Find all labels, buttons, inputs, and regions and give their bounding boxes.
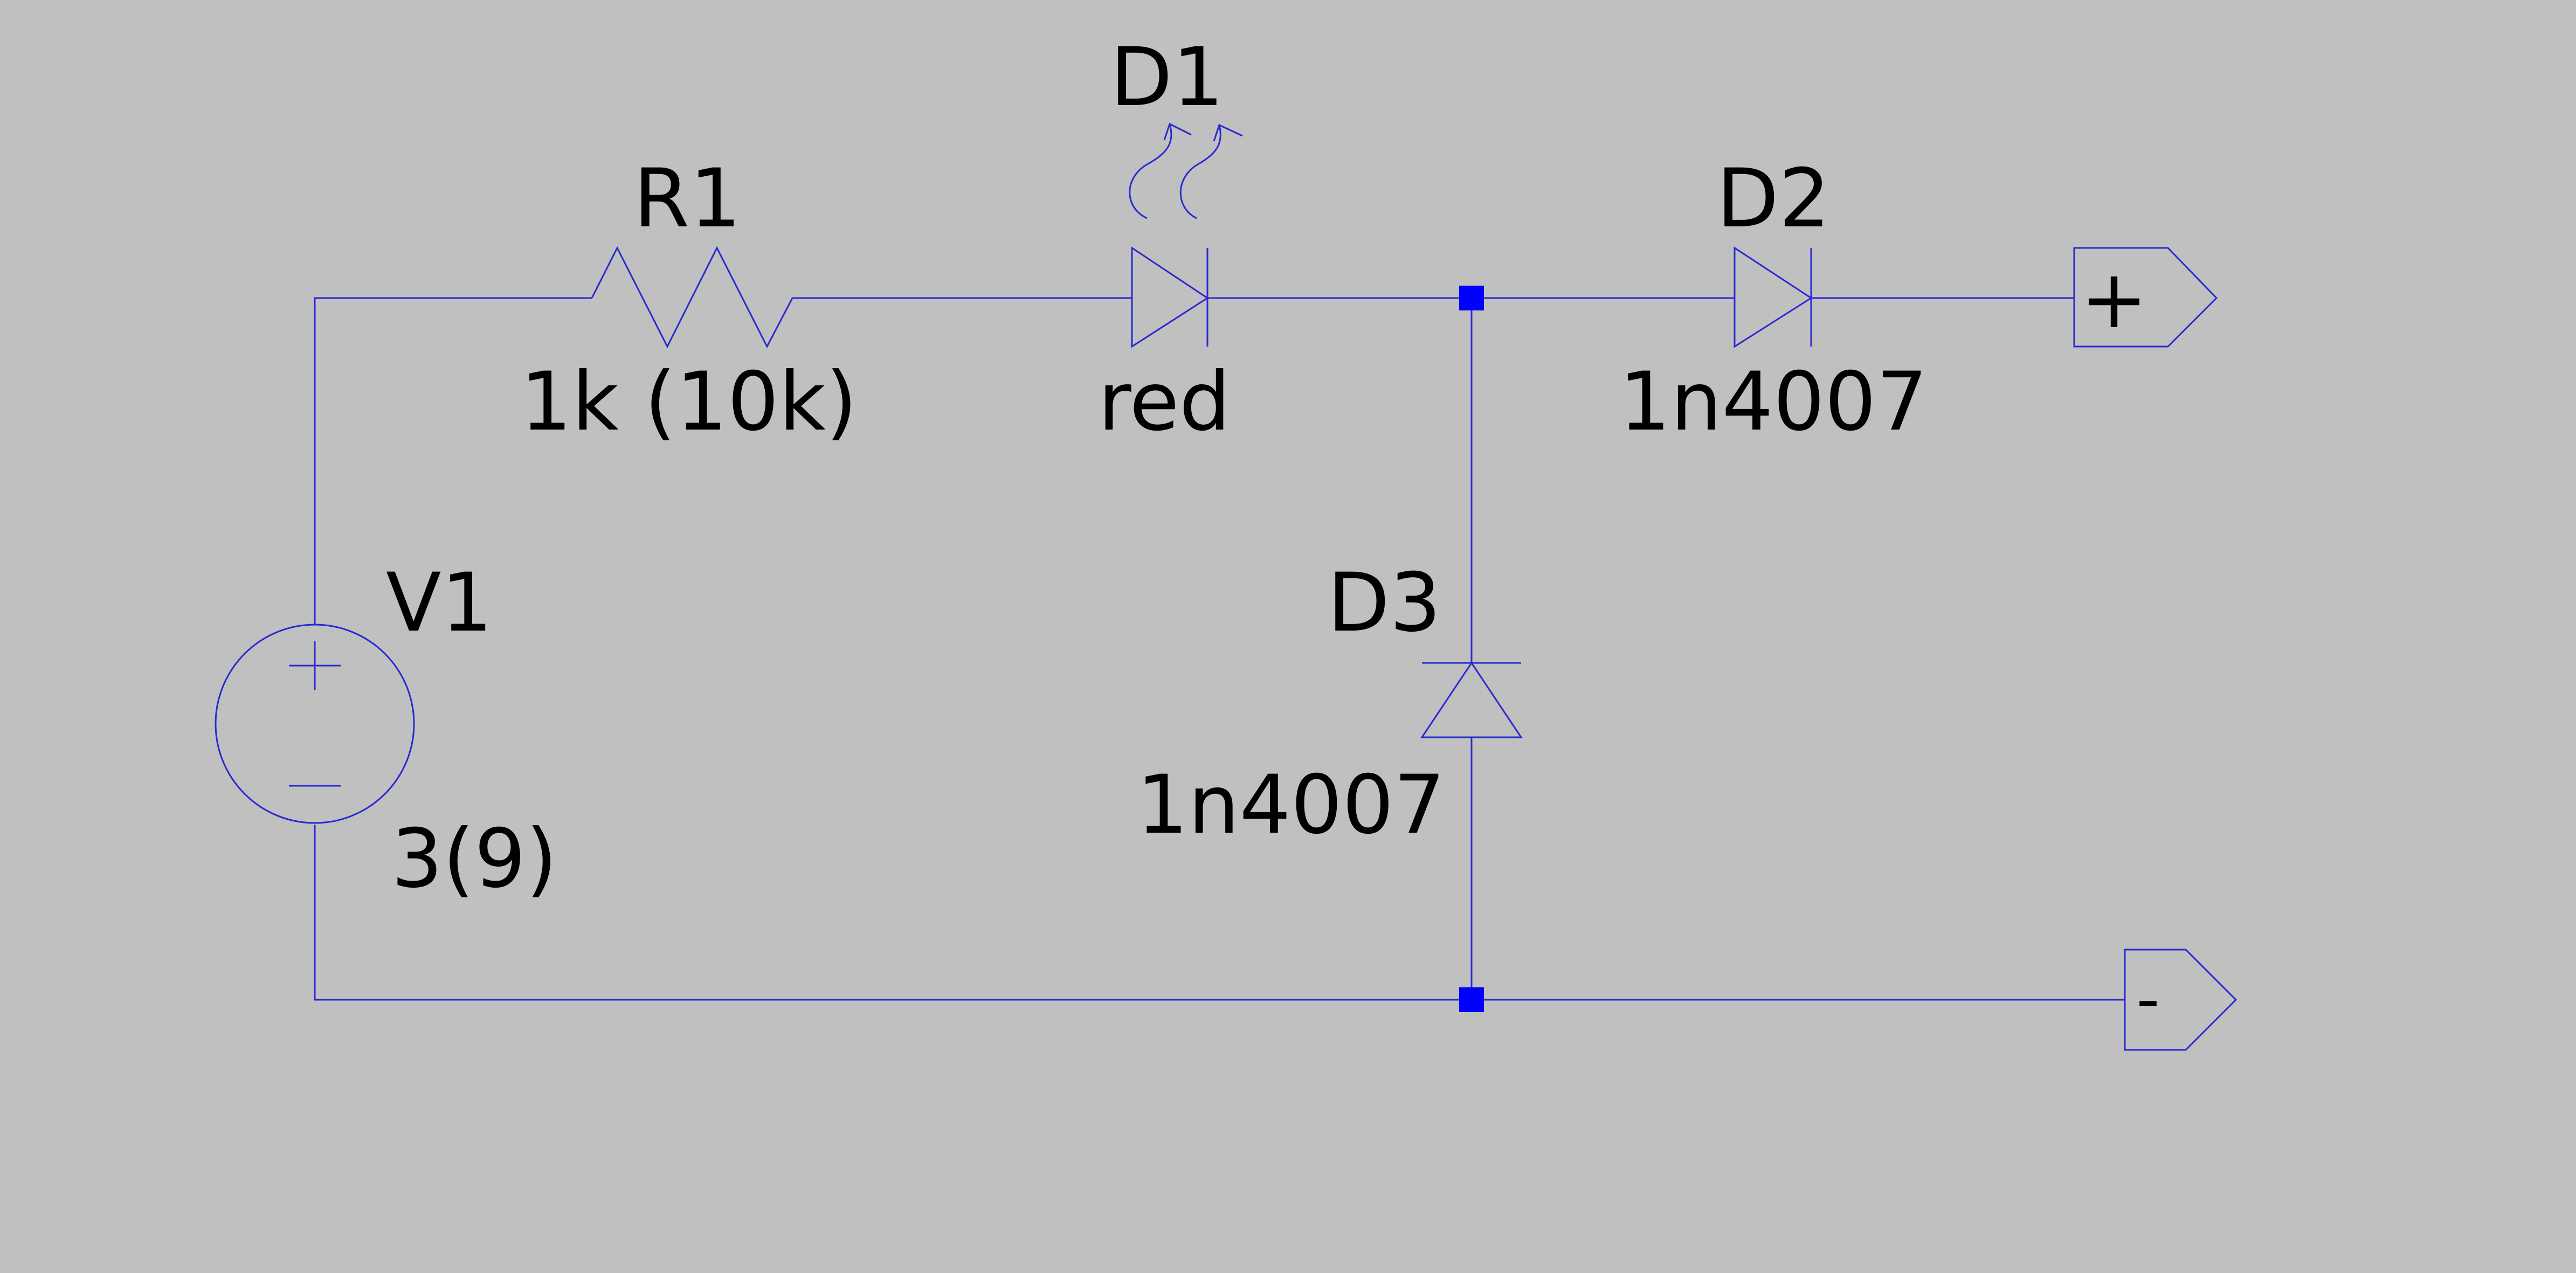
resistor-r1[interactable]: R1 1k (10k) [521, 152, 858, 449]
diode-triangle [1734, 246, 1813, 348]
r1-reference-label: R1 [633, 152, 741, 246]
wire-v1-to-ground [314, 825, 1472, 1001]
port-minus[interactable]: - [2124, 949, 2237, 1051]
diode-triangle [1420, 661, 1523, 738]
port-plus-label: + [2080, 253, 2148, 347]
d3-reference-label: D3 [1328, 556, 1441, 650]
junction-dot-top [1459, 286, 1484, 310]
diode-d3[interactable]: D3 1n4007 [1137, 556, 1523, 852]
led-triangle [1131, 246, 1209, 348]
v1-value-label: 3(9) [391, 812, 557, 906]
port-flag [2073, 247, 2218, 348]
port-minus-label: - [2136, 962, 2159, 1037]
junction-dot-bottom [1459, 987, 1484, 1012]
led-emission-arrow-icon [1179, 124, 1221, 219]
d3-value-label: 1n4007 [1137, 758, 1445, 852]
r1-value-label: 1k (10k) [521, 355, 858, 449]
led-arrowhead-icon [1163, 122, 1192, 141]
voltage-source-v1[interactable]: V1 3(9) [215, 556, 557, 906]
d1-value-label: red [1098, 355, 1231, 449]
d2-value-label: 1n4007 [1619, 355, 1928, 449]
wires [314, 297, 2125, 1001]
resistor-symbol [591, 246, 793, 349]
port-flag [2124, 949, 2237, 1051]
voltage-source-circle [215, 624, 415, 824]
diode-d2[interactable]: D2 1n4007 [1619, 152, 1928, 449]
led-emission-arrow-icon [1129, 123, 1172, 219]
d1-reference-label: D1 [1110, 31, 1224, 124]
d2-reference-label: D2 [1717, 152, 1831, 246]
port-plus[interactable]: + [2073, 247, 2218, 348]
led-arrowhead-icon [1213, 123, 1243, 142]
v1-reference-label: V1 [386, 556, 493, 650]
led-d1[interactable]: D1 red [1098, 31, 1243, 449]
wire-v1-to-r1 [314, 297, 592, 625]
